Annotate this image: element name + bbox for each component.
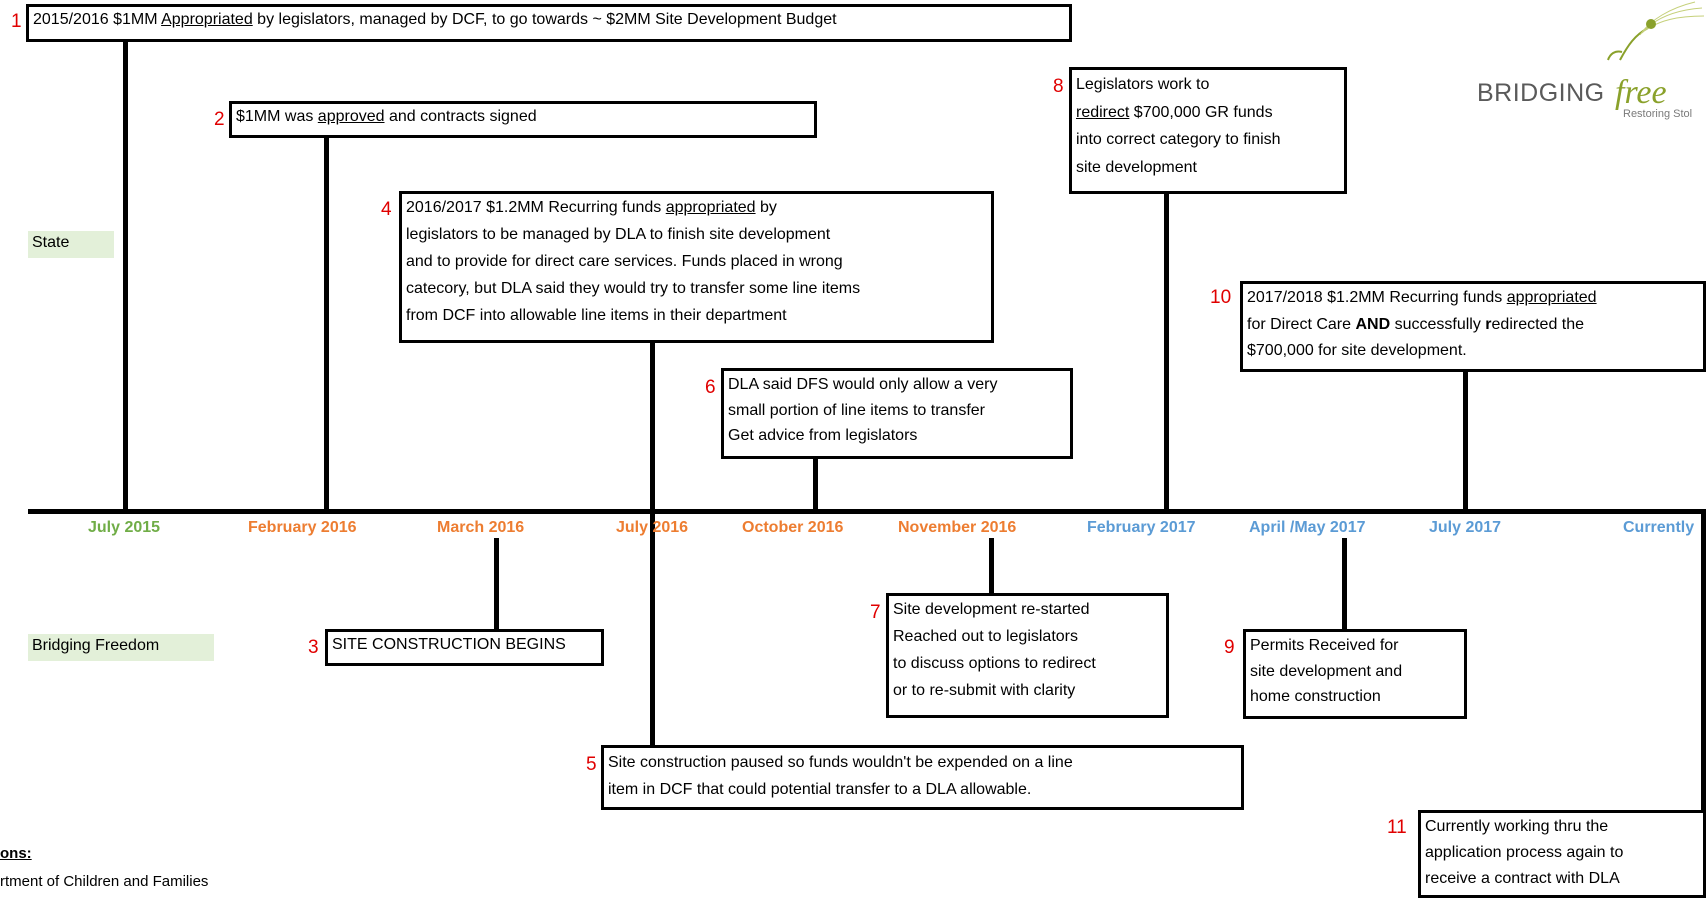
event-text: legislators to be managed by DLA to fini… [406, 225, 831, 243]
event-text: for Direct Care [1247, 315, 1356, 333]
event-text: and contracts signed [384, 108, 537, 125]
event-text: $700,000 for site development. [1247, 342, 1467, 360]
event-text: Reached out to legislators [893, 627, 1078, 645]
connector-10 [1463, 370, 1468, 513]
event-text-bold: r [1485, 315, 1492, 333]
event-text: application process again to [1425, 843, 1624, 861]
event-text-bold: AND [1355, 315, 1391, 333]
event-text: or to re-submit with clarity [893, 681, 1076, 699]
event-number: 10 [1210, 287, 1232, 308]
event-text: receive a contract with DLA [1425, 869, 1620, 887]
event-text: 2017/2018 $1.2MM Recurring funds [1247, 289, 1507, 306]
date-label: November 2016 [898, 519, 1017, 536]
event-number: 7 [870, 602, 881, 623]
event-text: Currently working thru the [1425, 818, 1609, 835]
event-number: 4 [381, 199, 392, 220]
logo-tagline: Restoring Stol [1623, 108, 1693, 120]
event-text: into correct category to finish [1076, 131, 1281, 149]
date-label: April /May 2017 [1249, 519, 1366, 536]
connector-6 [813, 458, 818, 513]
event-box-11: Currently working thru the application p… [1418, 810, 1706, 898]
event-text: DLA said DFS would only allow a very [728, 376, 998, 393]
event-text: Legislators work to [1076, 76, 1210, 93]
event-box-8: Legislators work to redirect $700,000 GR… [1069, 67, 1347, 194]
event-box-7: Site development re-started Reached out … [886, 593, 1169, 718]
connector-9 [1342, 538, 1347, 631]
event-number: 11 [1387, 817, 1407, 838]
event-text: Get advice from legislators [728, 427, 918, 445]
event-box-3: SITE CONSTRUCTION BEGINS [325, 629, 604, 666]
event-text: by legislators, managed by DCF, to go to… [252, 11, 837, 28]
date-label: October 2016 [742, 519, 844, 536]
event-text: Site construction paused so funds wouldn… [608, 754, 1073, 771]
event-text: by [755, 199, 777, 216]
event-box-9: Permits Received for site development an… [1243, 629, 1467, 719]
event-box-6: DLA said DFS would only allow a very sma… [721, 368, 1073, 459]
date-label: July 2017 [1429, 519, 1502, 536]
timeline-axis [28, 509, 1706, 514]
event-box-1: 2015/2016 $1MM Appropriated by legislato… [26, 4, 1072, 42]
event-text: catecory, but DLA said they would try to… [406, 279, 861, 297]
event-text: Site development re-started [893, 601, 1090, 618]
event-number: 5 [586, 754, 597, 775]
connector-3 [494, 538, 499, 631]
event-text: site development [1076, 158, 1197, 176]
date-label: February 2017 [1087, 519, 1196, 536]
event-text: and to provide for direct care services.… [406, 252, 843, 270]
date-label: March 2016 [437, 519, 525, 536]
date-label: July 2016 [616, 519, 689, 536]
event-text: site development and [1250, 662, 1403, 680]
event-text: 2016/2017 $1.2MM Recurring funds [406, 199, 666, 216]
event-number: 9 [1224, 637, 1235, 658]
event-text: $700,000 GR funds [1129, 103, 1273, 121]
event-text: home construction [1250, 688, 1381, 706]
date-label: February 2016 [248, 519, 357, 536]
event-text: from DCF into allowable line items in th… [406, 306, 787, 324]
abbreviations-title: ons: [0, 845, 32, 862]
event-text-underlined: Appropriated [161, 11, 253, 28]
event-text: Permits Received for [1250, 637, 1399, 654]
logo-script-text: free [1615, 74, 1667, 111]
event-text-underlined: appropriated [665, 199, 756, 216]
bridging-freedom-logo: free [1607, 1, 1705, 111]
connector-8 [1164, 192, 1169, 513]
event-text: SITE CONSTRUCTION BEGINS [332, 636, 566, 653]
event-text: successfully [1390, 315, 1486, 333]
logo-wordmark: BRIDGING [1477, 79, 1605, 107]
date-label: July 2015 [88, 519, 161, 536]
event-number: 8 [1053, 76, 1064, 97]
leaf-figure-icon [1607, 1, 1705, 61]
event-number: 1 [11, 11, 22, 32]
lane-label-bridging-freedom: Bridging Freedom [28, 634, 214, 661]
event-text-underlined: approved [317, 108, 385, 125]
date-label: Currently [1623, 519, 1695, 536]
event-number: 6 [705, 377, 716, 398]
event-number: 3 [308, 637, 319, 658]
event-box-5: Site construction paused so funds wouldn… [601, 745, 1244, 810]
event-box-4: 2016/2017 $1.2MM Recurring funds appropr… [399, 191, 994, 343]
abbreviation-line: rtment of Children and Families [0, 873, 209, 890]
connector-1 [123, 38, 128, 513]
connector-4-5 [650, 340, 655, 747]
connector-11 [1701, 509, 1706, 814]
event-text: small portion of line items to transfer [728, 401, 985, 419]
event-box-2: $1MM was approved and contracts signed [229, 101, 817, 138]
event-text: item in DCF that could potential transfe… [608, 781, 1032, 799]
event-box-10: 2017/2018 $1.2MM Recurring funds appropr… [1240, 281, 1706, 372]
event-text: edirected the [1491, 315, 1585, 333]
event-number: 2 [214, 109, 225, 130]
lane-label-state: State [28, 231, 114, 258]
event-text-underlined: redirect [1076, 103, 1130, 121]
event-text: $1MM was [236, 108, 318, 125]
connector-7 [989, 538, 994, 594]
event-text-underlined: appropriated [1506, 289, 1597, 306]
connector-2 [324, 136, 329, 513]
event-text: to discuss options to redirect [893, 654, 1096, 672]
event-text: 2015/2016 $1MM [33, 11, 162, 28]
